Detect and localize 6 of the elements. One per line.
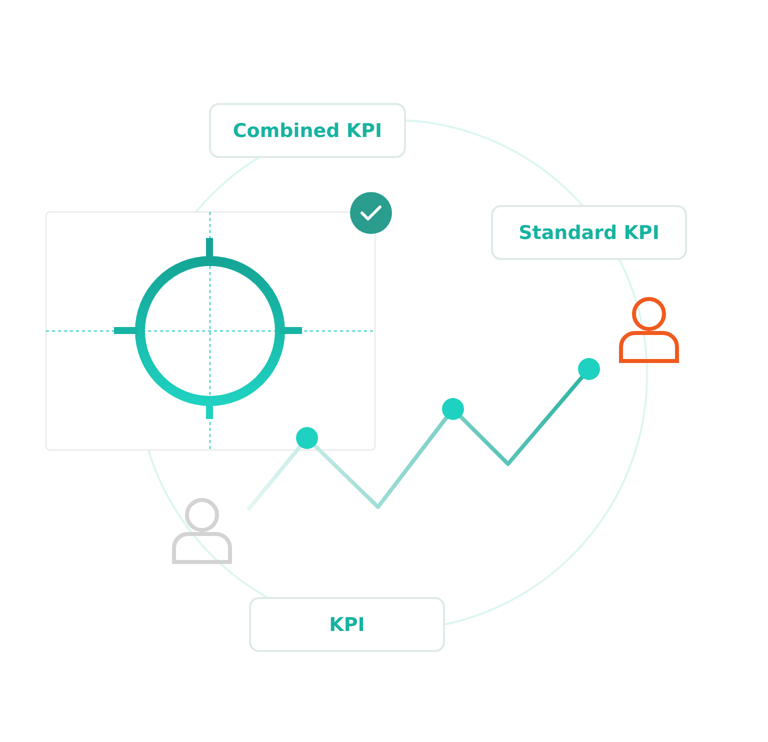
- kpi-label: Standard KPI: [518, 222, 660, 244]
- kpi-label-card: [209, 103, 406, 158]
- kpi-label: Combined KPI: [232, 120, 382, 142]
- kpi-label-card: [491, 205, 687, 260]
- kpi-label-card: [249, 597, 445, 652]
- kpi-label: KPI: [329, 614, 365, 636]
